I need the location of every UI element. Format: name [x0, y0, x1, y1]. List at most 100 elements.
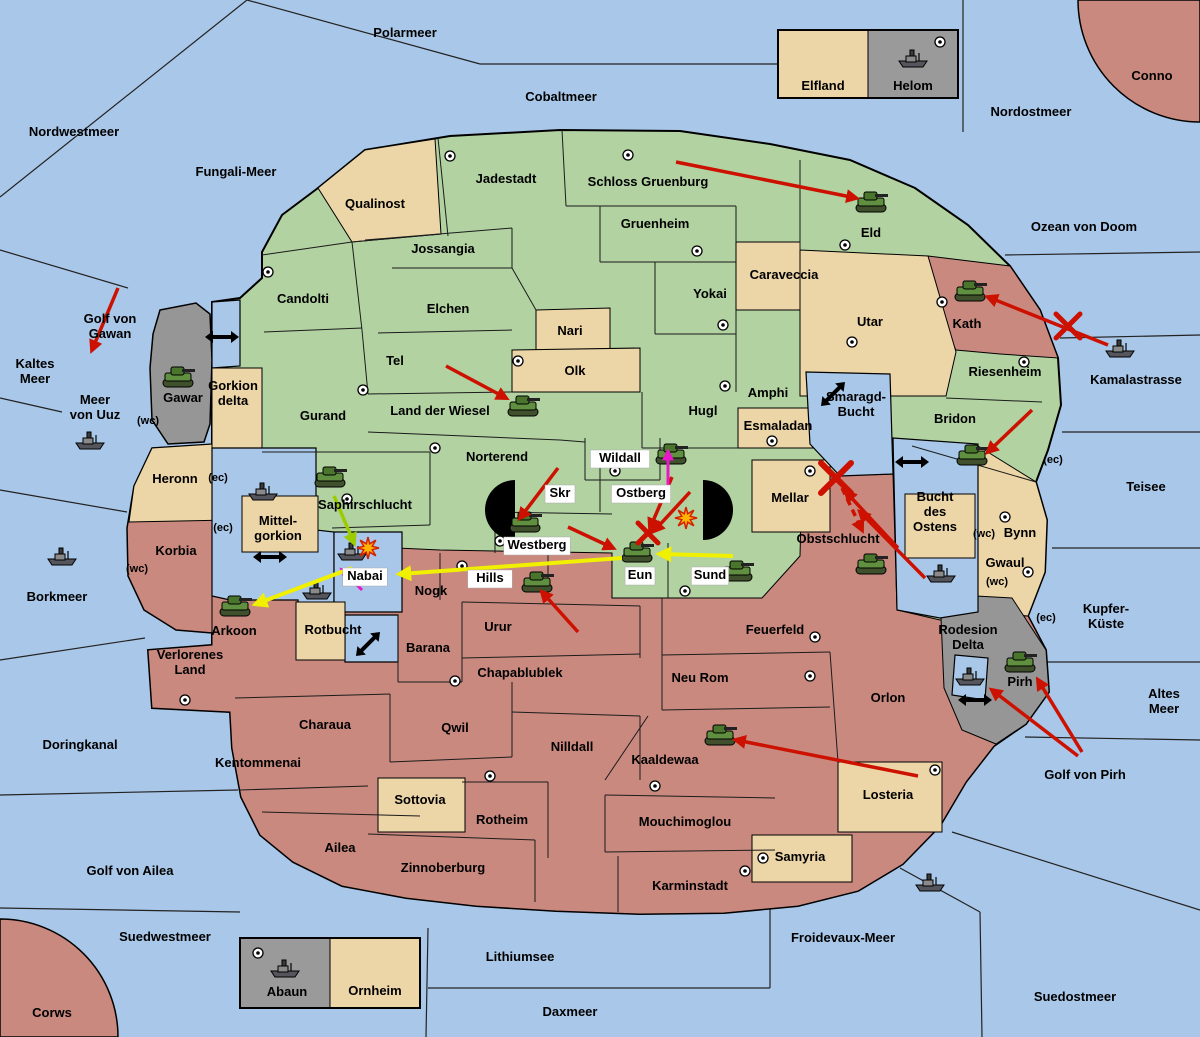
territory-karminstadt[interactable]: Karminstadt	[652, 878, 729, 893]
territory-skr[interactable]: Skr	[544, 484, 576, 504]
sea-zone-corws[interactable]: Corws	[32, 1005, 72, 1020]
territory-charaua[interactable]: Charaua	[299, 717, 352, 732]
sea-zone-golf-von-pirh[interactable]: Golf von Pirh	[1044, 767, 1126, 782]
territory-sund[interactable]: Sund	[691, 566, 729, 586]
territory-elchen[interactable]: Elchen	[427, 301, 470, 316]
territory-sottovia[interactable]: Sottovia	[394, 792, 446, 807]
tank-unit-gawar[interactable]	[162, 366, 195, 388]
territory-caraveccia[interactable]: Caraveccia	[750, 267, 819, 282]
territory-candolti[interactable]: Candolti	[277, 291, 329, 306]
sea-zone-smaragd-bucht[interactable]: Smaragd-Bucht	[826, 389, 886, 419]
territory-mouchimoglou[interactable]: Mouchimoglou	[639, 814, 731, 829]
territory-eld[interactable]: Eld	[861, 225, 881, 240]
territory-utar[interactable]: Utar	[857, 314, 883, 329]
legend-territory-abaun[interactable]: Abaun	[239, 937, 331, 1009]
territory-kentommenai[interactable]: Kentommenai	[215, 755, 301, 770]
sea-zone-suedostmeer[interactable]: Suedostmeer	[1034, 989, 1116, 1004]
territory-riesenheim[interactable]: Riesenheim	[969, 364, 1042, 379]
sea-zone-conno[interactable]: Conno	[1131, 68, 1172, 83]
territory-nilldall[interactable]: Nilldall	[551, 739, 594, 754]
sea-zone-teisee[interactable]: Teisee	[1126, 479, 1166, 494]
ship-unit-rotbucht[interactable]	[302, 581, 332, 600]
sea-zone-cobaltmeer[interactable]: Cobaltmeer	[525, 89, 597, 104]
territory-chapablublek[interactable]: Chapablublek	[477, 665, 563, 680]
tank-unit-saphirschlucht[interactable]	[314, 466, 347, 488]
sea-zone-lithiumsee[interactable]: Lithiumsee	[486, 949, 555, 964]
territory-nabai[interactable]: Nabai	[342, 567, 388, 587]
tank-unit-bridon[interactable]	[956, 444, 989, 466]
territory-schloss-gruenburg[interactable]: Schloss Gruenburg	[588, 174, 709, 189]
territory-land-der-wiesel[interactable]: Land der Wiesel	[390, 403, 490, 418]
tank-unit-land-der-wiesel[interactable]	[507, 395, 540, 417]
tank-unit-kath[interactable]	[954, 280, 987, 302]
territory-amphi[interactable]: Amphi	[748, 385, 788, 400]
sea-zone-polarmeer[interactable]: Polarmeer	[373, 25, 437, 40]
sea-zone-borkmeer[interactable]: Borkmeer	[27, 589, 88, 604]
sea-zone-daxmeer[interactable]: Daxmeer	[543, 1004, 598, 1019]
legend-territory-ornheim[interactable]: Ornheim	[329, 937, 421, 1009]
territory-arkoon[interactable]: Arkoon	[211, 623, 257, 638]
territory-neu-rom[interactable]: Neu Rom	[671, 670, 728, 685]
territory-bynn[interactable]: Bynn	[1004, 525, 1037, 540]
ship-unit-helom[interactable]	[898, 49, 928, 68]
territory-mittel-gorkion[interactable]: Mittel-gorkion	[254, 513, 302, 543]
territory-rotheim[interactable]: Rotheim	[476, 812, 528, 827]
territory-saphirschlucht[interactable]: Saphirschlucht	[318, 497, 413, 512]
territory-norterend[interactable]: Norterend	[466, 449, 528, 464]
territory-tel[interactable]: Tel	[386, 353, 404, 368]
tank-unit-eld[interactable]	[855, 191, 888, 213]
sea-zone-ozean-von-doom[interactable]: Ozean von Doom	[1031, 219, 1137, 234]
sea-zone-golf-von-ailea[interactable]: Golf von Ailea	[87, 863, 175, 878]
tank-unit-arkoon[interactable]	[219, 595, 252, 617]
territory-qualinost[interactable]: Qualinost	[345, 196, 406, 211]
territory-korbia[interactable]: Korbia	[155, 543, 197, 558]
territory-obstschlucht[interactable]: Obstschlucht	[796, 531, 880, 546]
territory-gurand[interactable]: Gurand	[300, 408, 346, 423]
ship-unit-abaun[interactable]	[270, 959, 300, 978]
territory-hugl[interactable]: Hugl	[689, 403, 718, 418]
territory-eun[interactable]: Eun	[624, 566, 656, 586]
ship-unit-bucht-des-ostens[interactable]	[926, 564, 956, 583]
territory-wildall[interactable]: Wildall	[590, 449, 650, 469]
territory-orlon[interactable]: Orlon	[871, 690, 906, 705]
tank-unit-obstschlucht[interactable]	[855, 553, 888, 575]
sea-zone-doringkanal[interactable]: Doringkanal	[42, 737, 117, 752]
territory-barana[interactable]: Barana	[406, 640, 451, 655]
territory-olk[interactable]: Olk	[565, 363, 587, 378]
territory-bridon[interactable]: Bridon	[934, 411, 976, 426]
legend-territory-helom[interactable]: Helom	[867, 29, 959, 99]
territory-gwaul[interactable]: Gwaul	[985, 555, 1024, 570]
territory-jossangia[interactable]: Jossangia	[411, 241, 475, 256]
territory-pirh[interactable]: Pirh	[1007, 674, 1032, 689]
territory-heronn[interactable]: Heronn	[152, 471, 198, 486]
territory-urur[interactable]: Urur	[484, 619, 511, 634]
territory-gawar[interactable]: Gawar	[163, 390, 203, 405]
territory-zinnoberburg[interactable]: Zinnoberburg	[401, 860, 486, 875]
ship-unit-mittel-gorkion[interactable]	[248, 482, 278, 501]
sea-zone-kupfer-küste[interactable]: Kupfer-Küste	[1083, 601, 1129, 631]
ship-unit-rodesion-delta[interactable]	[955, 667, 985, 686]
territory-nari[interactable]: Nari	[557, 323, 582, 338]
ship-unit-meer-von-uuz[interactable]	[75, 431, 105, 450]
territory-kath[interactable]: Kath	[953, 316, 982, 331]
territory-ailea[interactable]: Ailea	[324, 840, 356, 855]
sea-zone-fungali-meer[interactable]: Fungali-Meer	[196, 164, 277, 179]
ship-unit-kamalastrasse[interactable]	[1105, 339, 1135, 358]
tank-unit-pirh[interactable]	[1004, 651, 1037, 673]
ship-unit-froidevaux-meer[interactable]	[915, 873, 945, 892]
sea-zone-nordostmeer[interactable]: Nordostmeer	[991, 104, 1072, 119]
territory-yokai[interactable]: Yokai	[693, 286, 727, 301]
sea-zone-suedwestmeer[interactable]: Suedwestmeer	[119, 929, 211, 944]
sea-zone-kamalastrasse[interactable]: Kamalastrasse	[1090, 372, 1182, 387]
territory-qwil[interactable]: Qwil	[441, 720, 468, 735]
territory-rotbucht[interactable]: Rotbucht	[304, 622, 362, 637]
territory-esmaladan[interactable]: Esmaladan	[744, 418, 813, 433]
